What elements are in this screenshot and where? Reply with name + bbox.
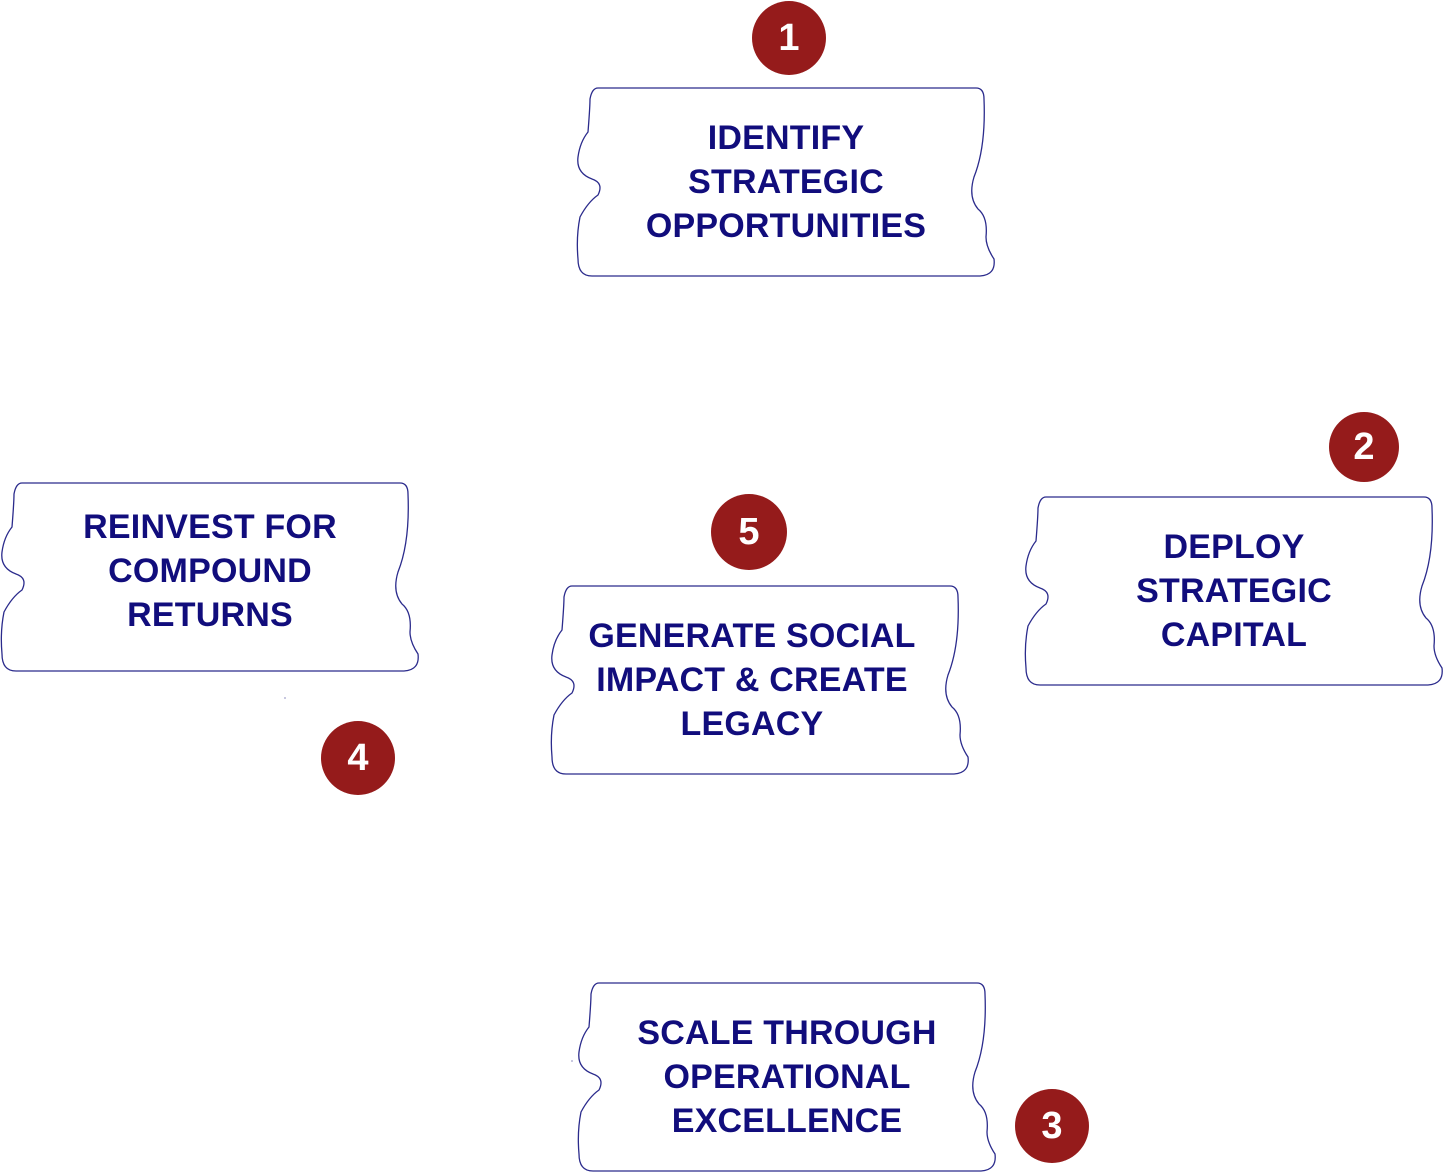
- stray-dot: [284, 697, 286, 699]
- step-title-line: SCALE THROUGH: [637, 1014, 937, 1052]
- step-title-line: COMPOUND: [108, 552, 312, 590]
- card-outline: [576, 87, 995, 277]
- card-outline: [1024, 496, 1443, 686]
- step-title-line: REINVEST FOR: [83, 508, 337, 546]
- card-outline: [0, 482, 419, 672]
- step-card-5: GENERATE SOCIAL IMPACT & CREATE LEGACY: [550, 585, 970, 775]
- step-title-5: GENERATE SOCIAL IMPACT & CREATE LEGACY: [542, 585, 962, 775]
- step-title-4: REINVEST FOR COMPOUND RETURNS: [0, 476, 420, 666]
- step-badge-4: 4: [321, 721, 395, 795]
- step-title-line: OPPORTUNITIES: [645, 207, 927, 245]
- step-title-3: SCALE THROUGH OPERATIONAL EXCELLENCE: [577, 982, 997, 1172]
- step-title-line: CAPITAL: [1160, 616, 1308, 654]
- step-title-line: RETURNS: [127, 596, 293, 634]
- step-card-1: IDENTIFY STRATEGIC OPPORTUNITIES: [576, 87, 996, 277]
- step-title-line: GENERATE SOCIAL: [588, 617, 916, 655]
- step-card-4: REINVEST FOR COMPOUND RETURNS: [0, 482, 420, 672]
- step-badge-2: 2: [1329, 412, 1399, 482]
- step-card-3: SCALE THROUGH OPERATIONAL EXCELLENCE: [577, 982, 997, 1172]
- step-number: 2: [1353, 425, 1375, 468]
- step-badge-1: 1: [752, 1, 826, 75]
- step-title-line: OPERATIONAL: [663, 1058, 911, 1096]
- card-outline: [550, 585, 969, 775]
- step-title-2: DEPLOY STRATEGIC CAPITAL: [1024, 496, 1444, 686]
- step-title-line: STRATEGIC: [1136, 572, 1332, 610]
- step-badge-5: 5: [711, 494, 787, 570]
- step-title-line: IMPACT & CREATE: [596, 661, 908, 699]
- step-badge-3: 3: [1015, 1089, 1089, 1163]
- stray-dot: [571, 1060, 573, 1062]
- step-title-line: STRATEGIC: [688, 163, 884, 201]
- step-number: 1: [778, 16, 800, 59]
- step-number: 3: [1041, 1104, 1063, 1147]
- step-title-line: IDENTIFY: [707, 119, 865, 157]
- card-outline: [577, 982, 996, 1172]
- step-title-line: EXCELLENCE: [671, 1102, 903, 1140]
- step-title-line: DEPLOY: [1163, 528, 1305, 566]
- step-title-line: LEGACY: [680, 705, 824, 743]
- step-card-2: DEPLOY STRATEGIC CAPITAL: [1024, 496, 1444, 686]
- step-number: 4: [347, 736, 369, 779]
- step-title-1: IDENTIFY STRATEGIC OPPORTUNITIES: [576, 87, 996, 277]
- step-number: 5: [738, 510, 760, 553]
